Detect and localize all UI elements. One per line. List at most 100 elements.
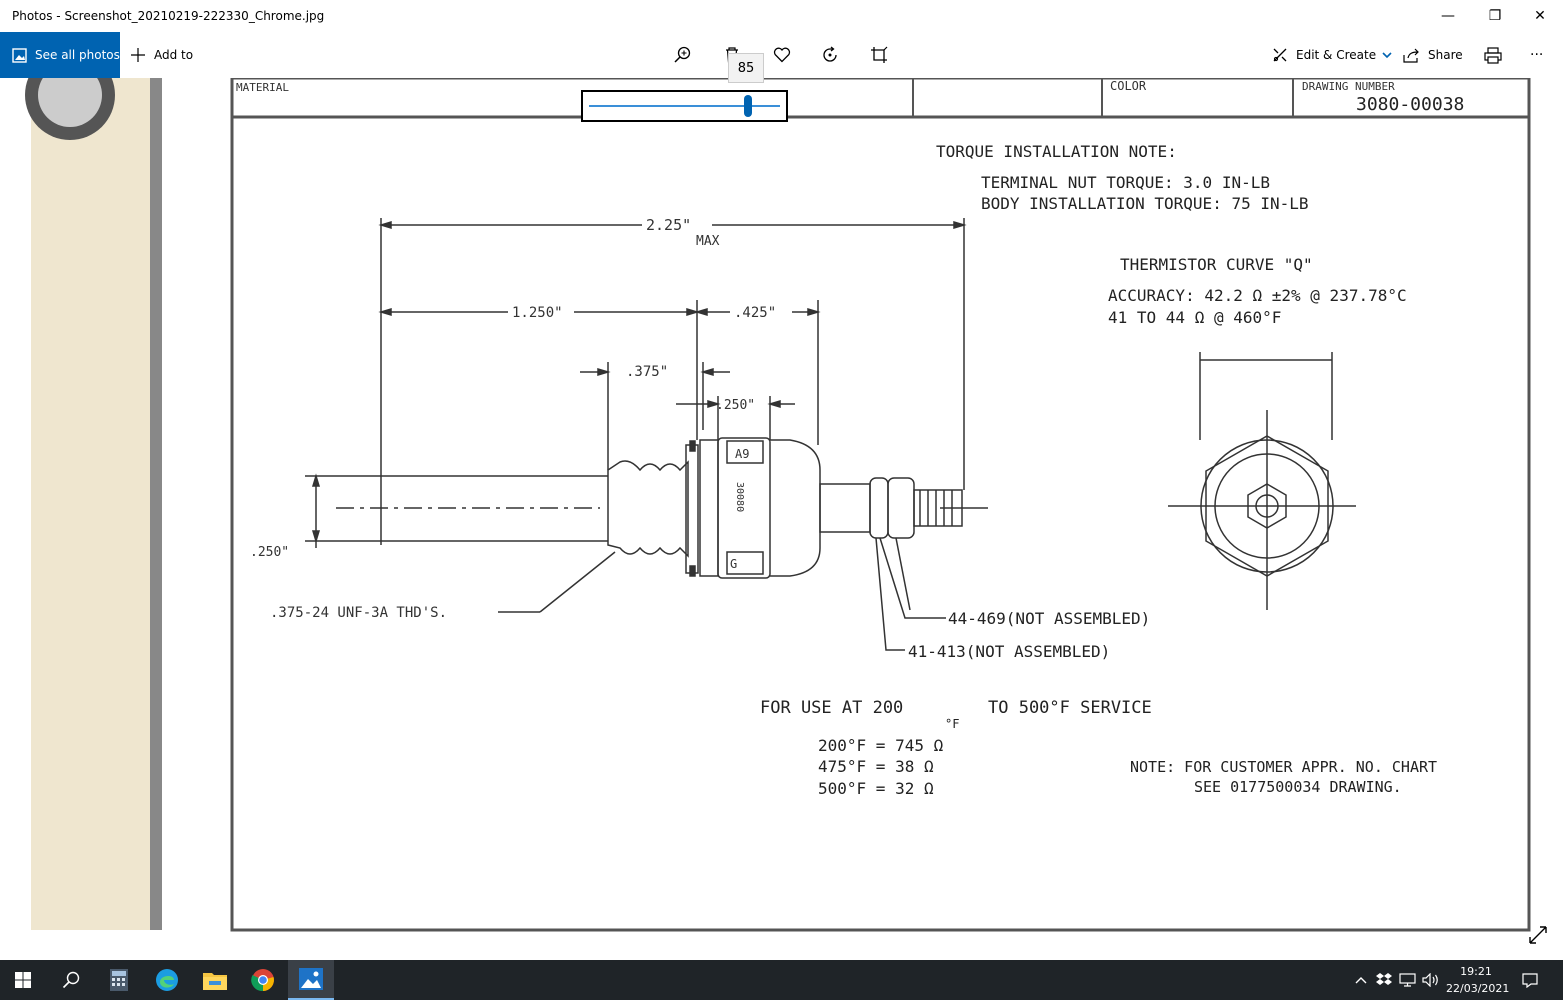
zoom-slider-thumb[interactable] bbox=[744, 95, 752, 117]
service-unit: °F bbox=[945, 717, 959, 731]
print-button[interactable] bbox=[1480, 43, 1506, 67]
share-label: Share bbox=[1428, 48, 1463, 62]
zoom-button[interactable] bbox=[670, 43, 696, 67]
start-button[interactable] bbox=[0, 960, 46, 1000]
edge-app[interactable] bbox=[144, 960, 190, 1000]
network-tray[interactable] bbox=[1397, 960, 1417, 1000]
zoom-slider-track[interactable] bbox=[589, 105, 780, 107]
zoom-slider[interactable] bbox=[581, 90, 788, 122]
leader-lines bbox=[498, 537, 946, 651]
favorite-button[interactable] bbox=[769, 43, 795, 67]
restore-icon: ❐ bbox=[1488, 8, 1502, 24]
volume-icon bbox=[1421, 973, 1438, 987]
minimize-icon: — bbox=[1441, 8, 1455, 24]
add-to-label: Add to bbox=[154, 48, 194, 62]
minimize-button[interactable]: — bbox=[1425, 0, 1471, 32]
sensor-end-view bbox=[1168, 352, 1356, 610]
photos-icon bbox=[12, 47, 27, 63]
print-icon bbox=[1484, 46, 1502, 64]
left-photo-highlight bbox=[38, 78, 102, 127]
edit-create-button[interactable]: Edit & Create bbox=[1272, 32, 1392, 78]
resistance-200: 200°F = 745 Ω bbox=[818, 736, 944, 755]
drawing-number-header: DRAWING NUMBER bbox=[1302, 80, 1395, 93]
color-header: COLOR bbox=[1110, 79, 1147, 93]
rotate-button[interactable] bbox=[817, 43, 843, 67]
crop-icon bbox=[871, 46, 888, 63]
zoom-tooltip: 85 bbox=[728, 53, 764, 83]
close-button[interactable]: ✕ bbox=[1517, 0, 1563, 32]
hex-mark-mid: 30080 bbox=[734, 482, 745, 512]
search-icon bbox=[62, 971, 80, 989]
technical-drawing-image: MATERIAL COLOR DRAWING NUMBER 3080-00038… bbox=[25, 78, 1531, 932]
show-hidden-icons[interactable] bbox=[1352, 960, 1370, 1000]
search-button[interactable] bbox=[48, 960, 94, 1000]
thread-note: .375-24 UNF-3A THD'S. bbox=[270, 605, 447, 621]
drawing-number: 3080-00038 bbox=[1356, 94, 1464, 115]
accuracy-line-1: ACCURACY: 42.2 Ω ±2% @ 237.78°C bbox=[1108, 286, 1407, 305]
zoom-icon bbox=[674, 46, 691, 63]
note-44: 44-469(NOT ASSEMBLED) bbox=[948, 609, 1150, 628]
dim-250-left: .250" bbox=[250, 545, 289, 560]
material-header: MATERIAL bbox=[236, 81, 289, 94]
chrome-app[interactable] bbox=[240, 960, 286, 1000]
dimension-lines bbox=[305, 218, 967, 548]
restore-button[interactable]: ❐ bbox=[1472, 0, 1518, 32]
resistance-475: 475°F = 38 Ω bbox=[818, 757, 934, 776]
photos-icon bbox=[299, 968, 323, 990]
thermistor-title: THERMISTOR CURVE "Q" bbox=[1120, 255, 1313, 274]
expand-icon bbox=[1529, 926, 1547, 944]
customer-note-2: SEE 0177500034 DRAWING. bbox=[1194, 778, 1402, 796]
torque-line-2: BODY INSTALLATION TORQUE: 75 IN-LB bbox=[981, 194, 1309, 213]
left-page-strip bbox=[31, 78, 156, 930]
volume-tray[interactable] bbox=[1420, 960, 1440, 1000]
add-to-button[interactable]: Add to bbox=[130, 32, 193, 78]
notifications-button[interactable] bbox=[1515, 960, 1545, 1000]
edge-icon bbox=[156, 969, 178, 991]
image-viewer[interactable]: MATERIAL COLOR DRAWING NUMBER 3080-00038… bbox=[0, 78, 1563, 960]
accuracy-line-2: 41 TO 44 Ω @ 460°F bbox=[1108, 308, 1281, 327]
dropbox-icon bbox=[1376, 973, 1392, 985]
file-explorer-icon bbox=[203, 973, 227, 990]
customer-note-1: NOTE: FOR CUSTOMER APPR. NO. CHART bbox=[1130, 758, 1437, 776]
photos-toolbar: See all photos Add to Edit & Create Shar… bbox=[0, 32, 1563, 78]
see-all-photos-label: See all photos bbox=[35, 48, 120, 62]
resistance-500: 500°F = 32 Ω bbox=[818, 779, 934, 798]
dim-425: .425" bbox=[734, 305, 776, 321]
clock-date[interactable]: 22/03/2021 bbox=[1446, 982, 1510, 995]
close-icon: ✕ bbox=[1534, 8, 1546, 24]
torque-title: TORQUE INSTALLATION NOTE: bbox=[936, 142, 1177, 161]
more-options-button[interactable]: ··· bbox=[1530, 32, 1543, 78]
calculator-app[interactable] bbox=[96, 960, 142, 1000]
drawing-frame bbox=[230, 78, 1531, 932]
window-title: Photos - Screenshot_20210219-222330_Chro… bbox=[12, 9, 325, 23]
edit-create-icon bbox=[1273, 48, 1287, 62]
edit-create-label: Edit & Create bbox=[1296, 48, 1377, 62]
dropbox-tray[interactable] bbox=[1374, 960, 1394, 1000]
windows-taskbar: 19:21 22/03/2021 bbox=[0, 960, 1563, 1000]
heart-icon bbox=[773, 47, 791, 63]
title-bar: Photos - Screenshot_20210219-222330_Chro… bbox=[0, 0, 1563, 32]
more-icon: ··· bbox=[1530, 47, 1544, 63]
see-all-photos-button[interactable]: See all photos bbox=[0, 32, 120, 78]
dim-1250: 1.250" bbox=[512, 305, 563, 321]
network-icon bbox=[1398, 973, 1416, 987]
file-explorer-app[interactable] bbox=[192, 960, 238, 1000]
windows-start-icon bbox=[15, 972, 31, 988]
share-icon bbox=[1403, 48, 1419, 63]
chrome-icon bbox=[251, 969, 274, 992]
torque-line-1: TERMINAL NUT TORQUE: 3.0 IN-LB bbox=[981, 173, 1270, 192]
crop-button[interactable] bbox=[866, 43, 892, 67]
photos-app[interactable] bbox=[288, 960, 334, 1000]
notification-icon bbox=[1522, 972, 1538, 988]
zoom-tooltip-value: 85 bbox=[737, 60, 755, 76]
dim-250-top: .250" bbox=[716, 398, 755, 413]
dim-overall: 2.25" bbox=[646, 216, 691, 234]
service-right: TO 500°F SERVICE bbox=[988, 698, 1152, 718]
dim-375: .375" bbox=[626, 364, 668, 380]
rotate-icon bbox=[823, 46, 837, 62]
share-button[interactable]: Share bbox=[1403, 32, 1463, 78]
chevron-down-icon bbox=[1382, 52, 1392, 59]
fullscreen-button[interactable] bbox=[1527, 924, 1549, 950]
clock-time[interactable]: 19:21 bbox=[1460, 965, 1492, 978]
hex-mark-a9: A9 bbox=[735, 447, 749, 461]
